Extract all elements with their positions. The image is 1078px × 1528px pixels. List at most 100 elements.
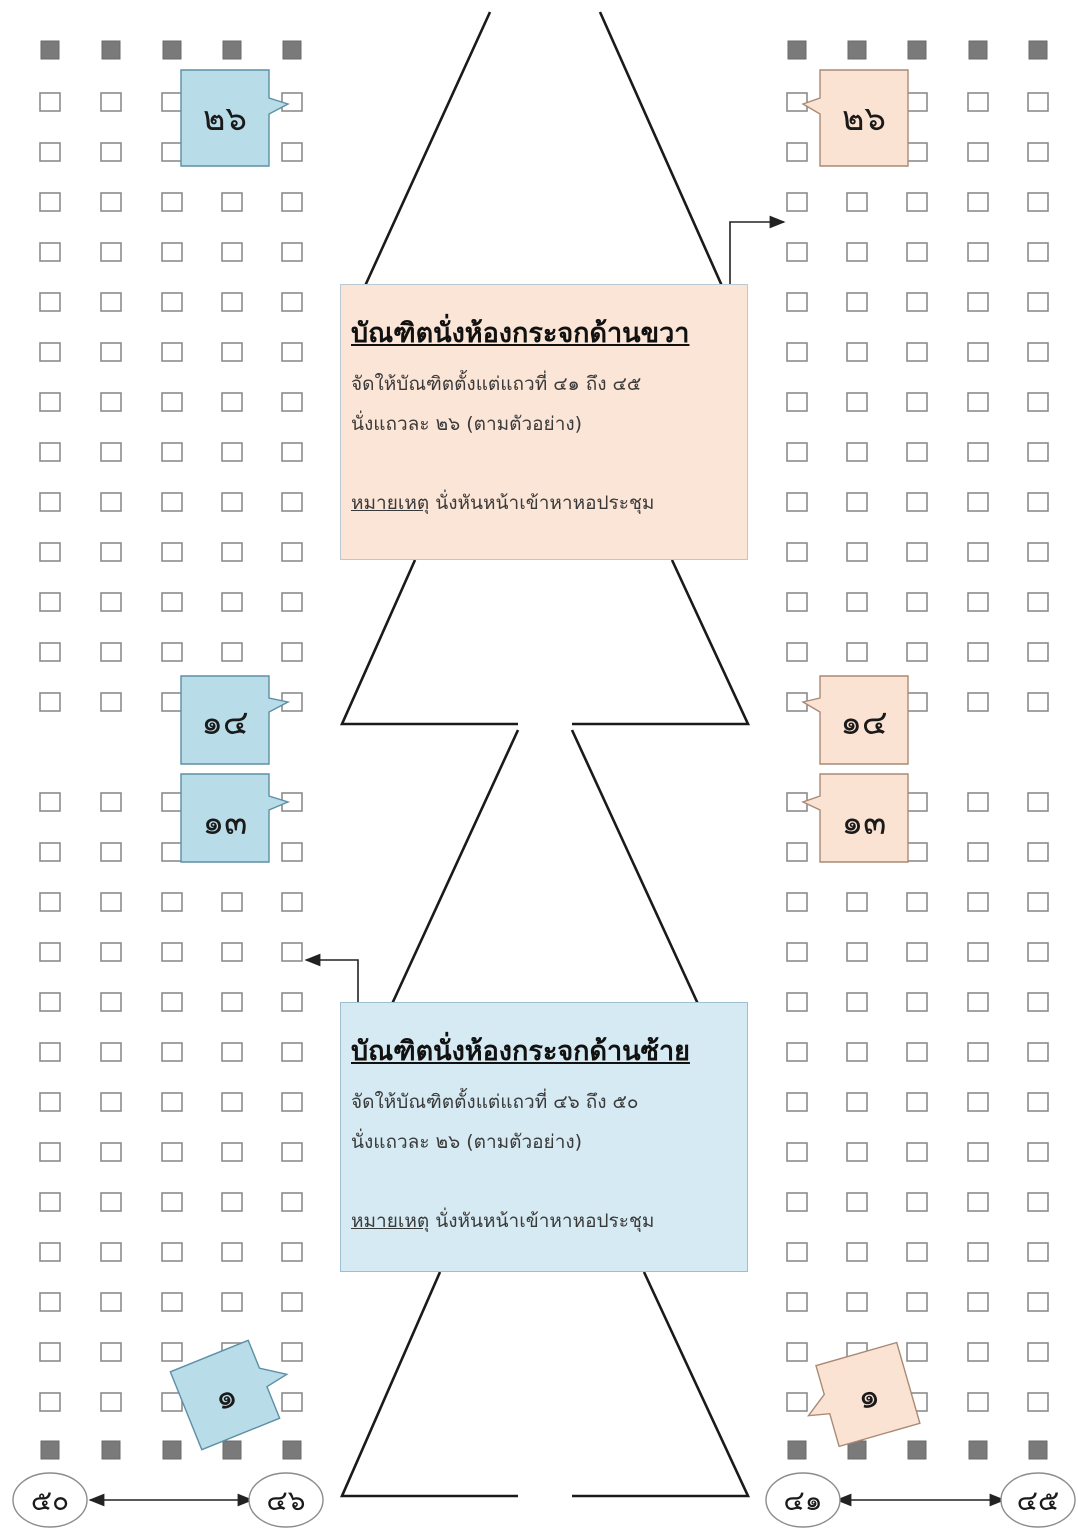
- left-row-end-oval: ๔๖: [248, 1472, 324, 1528]
- right-seat: [786, 842, 808, 862]
- right-seat: [1027, 692, 1049, 712]
- right-seat: [967, 1142, 989, 1162]
- right-seat: [786, 242, 808, 262]
- left-seat: [161, 492, 183, 512]
- left-seat: [221, 392, 243, 412]
- right-seat: [1027, 642, 1049, 662]
- right-seat: [1027, 892, 1049, 912]
- left-seat: [39, 392, 61, 412]
- right-seat: [967, 1042, 989, 1062]
- left-seat: [161, 1092, 183, 1112]
- left-seat: [281, 292, 303, 312]
- left-seat: [39, 1192, 61, 1212]
- left-seat: [100, 492, 122, 512]
- left-end-marker: [282, 1440, 302, 1460]
- right-seat: [786, 192, 808, 212]
- left-seat: [281, 1092, 303, 1112]
- right-seat: [967, 1342, 989, 1362]
- left-seat: [39, 1342, 61, 1362]
- left-end-marker: [282, 40, 302, 60]
- left-seat: [161, 392, 183, 412]
- left-seat: [39, 1142, 61, 1162]
- right-seat: [1027, 1142, 1049, 1162]
- right-seat: [846, 1042, 868, 1062]
- left-row-label-14: ๑๔: [201, 703, 248, 743]
- left-seat: [100, 892, 122, 912]
- right-seat: [906, 242, 928, 262]
- left-seat: [221, 542, 243, 562]
- left-seat: [281, 1292, 303, 1312]
- left-seat: [100, 592, 122, 612]
- tree-outline-left-base: [340, 1271, 518, 1498]
- right-seat: [1027, 792, 1049, 812]
- left-seat: [221, 592, 243, 612]
- left-seat: [100, 842, 122, 862]
- tree-outline-right-lower: [570, 729, 700, 1005]
- right-seat: [786, 942, 808, 962]
- left-seat: [161, 342, 183, 362]
- right-seat: [786, 542, 808, 562]
- left-seat: [39, 342, 61, 362]
- tree-outline-left-mid: [339, 559, 518, 726]
- left-seat: [161, 192, 183, 212]
- right-seat: [1027, 192, 1049, 212]
- left-seat: [100, 242, 122, 262]
- left-end-marker: [40, 1440, 60, 1460]
- right-seat: [846, 892, 868, 912]
- right-seat: [967, 292, 989, 312]
- left-end-marker: [222, 40, 242, 60]
- right-seat: [967, 642, 989, 662]
- left-seat: [39, 792, 61, 812]
- tree-outline-right-mid: [572, 559, 751, 726]
- left-seat: [39, 92, 61, 112]
- left-seat: [100, 1142, 122, 1162]
- left-seat: [281, 342, 303, 362]
- left-seat: [221, 1242, 243, 1262]
- right-seat: [906, 792, 928, 812]
- left-row-label-13: ๑๓: [203, 803, 248, 843]
- right-room-note-text: นั่งหันหน้าเข้าหาหอประชุม: [429, 492, 655, 514]
- left-seat: [161, 1042, 183, 1062]
- right-seat: [786, 1292, 808, 1312]
- left-seat: [161, 892, 183, 912]
- left-seat: [281, 942, 303, 962]
- left-end-marker: [40, 40, 60, 60]
- left-seat: [39, 842, 61, 862]
- right-seat: [967, 92, 989, 112]
- right-seat: [786, 442, 808, 462]
- left-seat: [281, 242, 303, 262]
- tree-outline-right-base: [572, 1271, 751, 1498]
- right-seat: [967, 492, 989, 512]
- right-seat: [967, 1242, 989, 1262]
- left-seat: [281, 442, 303, 462]
- right-seat: [786, 142, 808, 162]
- left-room-note-label: หมายเหตุ: [351, 1210, 430, 1232]
- right-seat: [906, 142, 928, 162]
- right-seat: [967, 392, 989, 412]
- left-seat: [281, 892, 303, 912]
- left-seat: [100, 542, 122, 562]
- left-seat: [100, 342, 122, 362]
- left-seat: [221, 342, 243, 362]
- left-box-connector: [304, 953, 359, 1004]
- left-seat: [281, 992, 303, 1012]
- right-seat: [906, 592, 928, 612]
- right-seat: [906, 842, 928, 862]
- right-seat: [967, 692, 989, 712]
- right-row-end-label: ๔๕: [1017, 1484, 1059, 1517]
- left-room-line-2: นั่งแถวละ ๒๖ (ตามตัวอย่าง): [351, 1131, 583, 1153]
- left-seat: [39, 642, 61, 662]
- right-seat: [846, 642, 868, 662]
- right-seat: [786, 1392, 808, 1412]
- left-seat: [281, 1042, 303, 1062]
- left-seat: [100, 142, 122, 162]
- right-room-line-2: นั่งแถวละ ๒๖ (ตามตัวอย่าง): [351, 413, 583, 435]
- left-seat: [39, 592, 61, 612]
- left-seat: [221, 642, 243, 662]
- right-seat: [1027, 492, 1049, 512]
- right-seat: [1027, 1292, 1049, 1312]
- left-seat: [161, 442, 183, 462]
- right-seat: [1027, 342, 1049, 362]
- right-seat: [846, 592, 868, 612]
- left-row-label-13-callout: ๑๓: [180, 773, 291, 863]
